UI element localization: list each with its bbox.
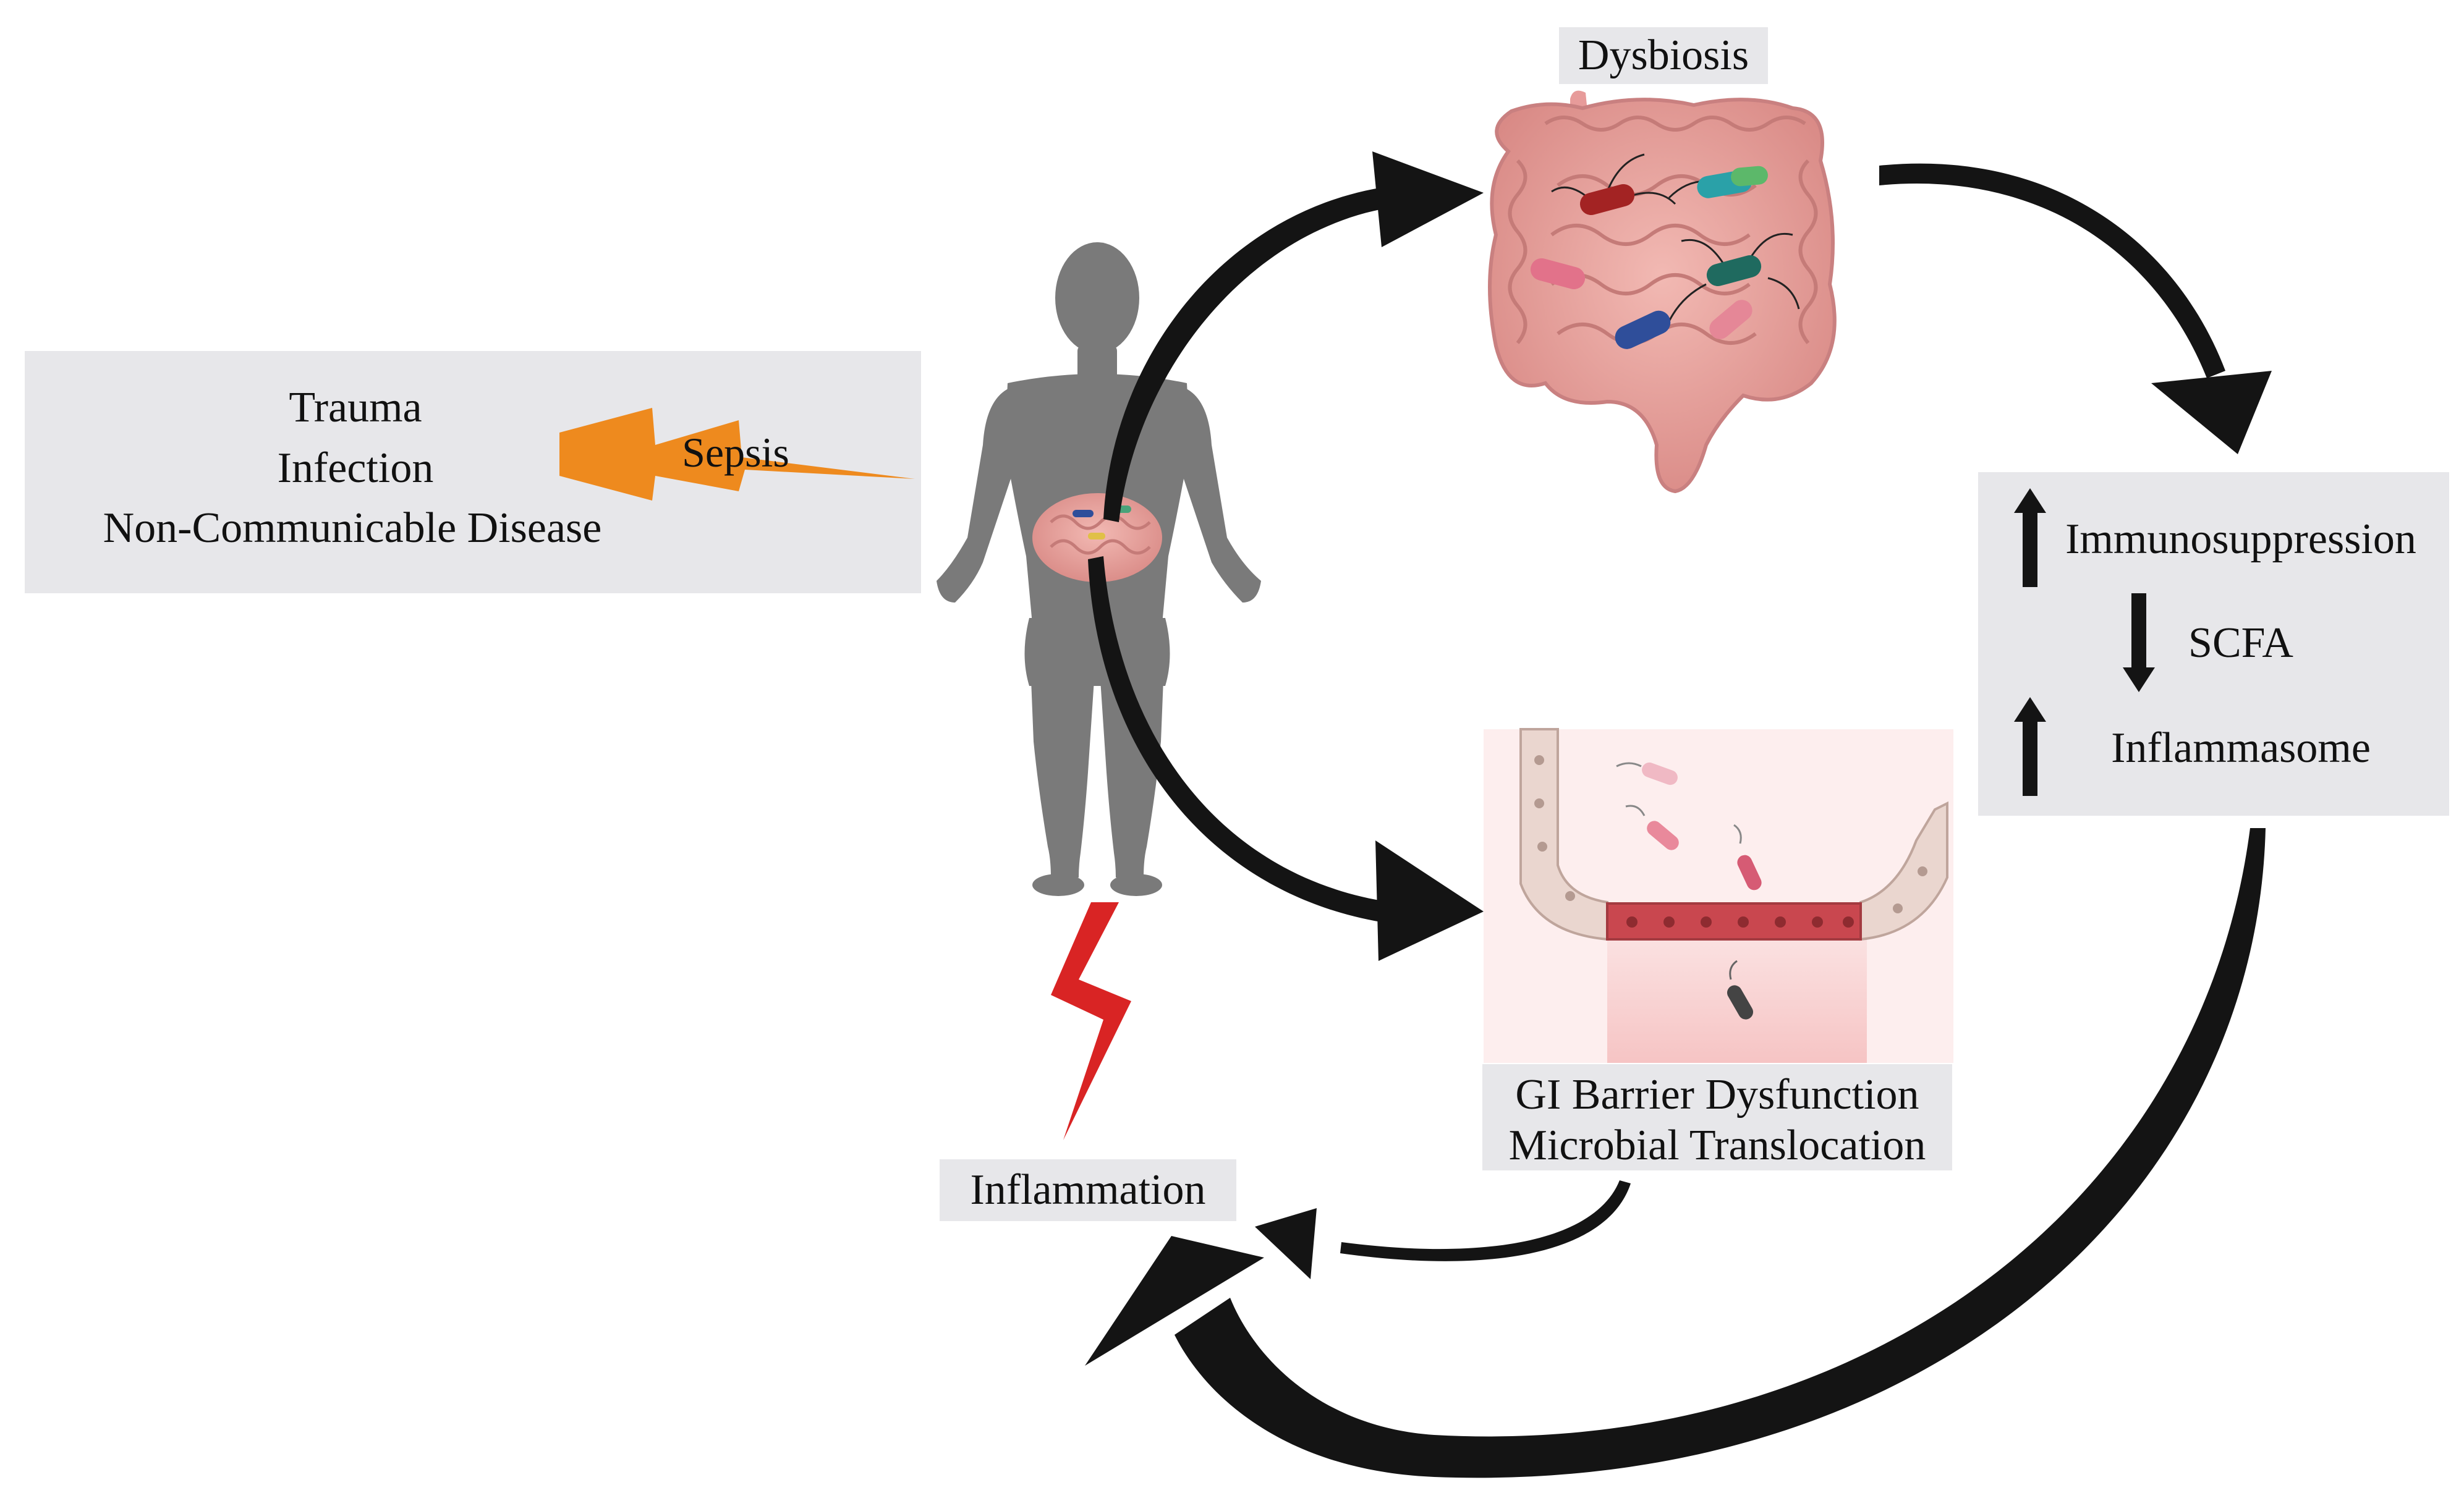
- arrow-to-barrier: [1088, 556, 1484, 961]
- dysbiosis-label: Dysbiosis: [1578, 32, 1749, 79]
- sepsis-label: Sepsis: [682, 429, 789, 476]
- scfa-label: SCFA: [2188, 619, 2293, 667]
- inflammasome-label: Inflammasome: [2111, 724, 2371, 772]
- gut-epithelium-icon: [1484, 728, 1953, 1063]
- down-arrow-icon: [2123, 593, 2155, 692]
- effects-panel: Immunosuppression SCFA Inflammasome: [1978, 472, 2449, 816]
- bacteria-icon: [1530, 166, 1768, 349]
- inflammation-label: Inflammation: [970, 1166, 1205, 1214]
- up-arrow-icon: [2014, 488, 2046, 587]
- barrier-label-bg: [1482, 1064, 1952, 1170]
- up-arrow-icon: [2014, 697, 2046, 796]
- dysbiosis-label-bg: [1559, 27, 1768, 84]
- cause-infection: Infection: [278, 444, 434, 492]
- causes-panel-bg: [25, 351, 921, 593]
- intestine-icon: [1488, 90, 1837, 494]
- effects-panel-bg: [1978, 472, 2449, 816]
- arrow-to-effects: [1879, 163, 2272, 454]
- cause-trauma: Trauma: [289, 384, 422, 431]
- barrier-label-line1: GI Barrier Dysfunction: [1515, 1071, 1919, 1119]
- arrow-barrier-to-inflammation: [1255, 1180, 1631, 1279]
- inflammation-label-bg: [940, 1159, 1236, 1221]
- arrow-effects-to-inflammation: [1085, 828, 2266, 1478]
- immunosuppression-label: Immunosuppression: [2065, 515, 2416, 563]
- barrier-label-line2: Microbial Translocation: [1509, 1122, 1926, 1169]
- causes-panel: Trauma Infection Non-Communicable Diseas…: [25, 351, 921, 593]
- cause-non-communicable-disease: Non-Communicable Disease: [103, 504, 602, 552]
- arrow-to-dysbiosis: [1103, 151, 1484, 522]
- figure-intestine-icon: [1032, 493, 1162, 582]
- sepsis-bolt-icon: [559, 408, 915, 501]
- inflammation-bolt-icon: [1051, 902, 1131, 1140]
